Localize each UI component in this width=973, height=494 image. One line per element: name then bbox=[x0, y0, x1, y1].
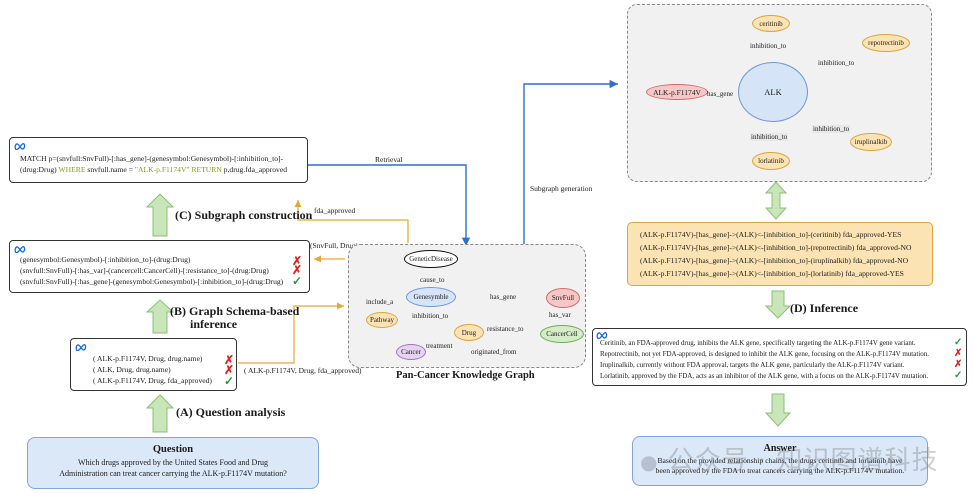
step-d-label: (D) Inference bbox=[790, 301, 859, 315]
chain-line-3: (ALK-p.F1174V)-[has_gene]->(ALK)<-[inhib… bbox=[640, 256, 909, 265]
chain-line-4: (ALK-p.F1174V)-[has_gene]->(ALK)<-[inhib… bbox=[640, 269, 904, 278]
analysis-line-1: ( ALK-p.F1174V, Drug, drug.name) bbox=[93, 354, 203, 363]
green-arrow-up-c bbox=[145, 193, 175, 237]
question-box: Question Which drugs approved by the Uni… bbox=[27, 437, 319, 489]
green-arrow-up-b bbox=[145, 299, 175, 334]
question-line-2: Administration can treat cancer carrying… bbox=[59, 469, 287, 478]
question-line-1: Which drugs approved by the United State… bbox=[78, 458, 268, 467]
kg-edge-has-var: has_var bbox=[549, 311, 571, 319]
chain-line-1: (ALK-p.F1174V)-[has_gene]->(ALK)<-[inhib… bbox=[640, 230, 902, 239]
retrieval-label: Retrieval bbox=[375, 155, 403, 164]
check-mark-icon: ✓ bbox=[224, 374, 235, 388]
subgraph-node-repotrectinib: repotrectinib bbox=[862, 34, 910, 52]
cross-mark-icon: ✗ bbox=[954, 359, 963, 370]
question-title: Question bbox=[152, 444, 194, 455]
chain-line-2: (ALK-p.F1174V)-[has_gene]->(ALK)<-[inhib… bbox=[640, 243, 912, 252]
kg-edge-inhibition-to: inhibition_to bbox=[412, 312, 449, 320]
meta-logo-icon bbox=[596, 332, 608, 339]
kg-edge-originated-from: originated_from bbox=[471, 348, 517, 356]
green-arrow-up-a bbox=[145, 394, 175, 433]
green-arrow-down-answer bbox=[764, 393, 792, 427]
cross-mark-icon: ✗ bbox=[292, 263, 303, 277]
answer-line-1: Based on the provided relationship chain… bbox=[657, 456, 903, 465]
subgraph-edge-inhibition-to-2: inhibition_to bbox=[818, 59, 855, 67]
inference-box: Ceritinib, an FDA-approved drug, inhibit… bbox=[592, 328, 967, 386]
kg-node-cancer-cell: CancerCell bbox=[540, 325, 584, 343]
subgraph-node-iruplinalkib: iruplinalkib bbox=[850, 133, 892, 151]
kg-edge-include-a: include_a bbox=[366, 298, 394, 306]
meta-logo-icon bbox=[75, 344, 87, 351]
kg-edge-treatment: treatment bbox=[426, 342, 453, 350]
snvfull-drug-label: (SnvFull, Drug) bbox=[310, 241, 358, 250]
kg-node-genetic-disease: GeneticDisease bbox=[404, 250, 458, 268]
answer-line-2: been approved by the FDA to treat cancer… bbox=[655, 466, 905, 475]
subgraph-node-variant: ALK-p.F1174V bbox=[646, 84, 708, 100]
schema-line-1: (genesymbol:Genesymbol)-[:inhibition_to]… bbox=[20, 255, 191, 264]
fda-approved-label: fda_approved bbox=[314, 206, 356, 215]
kg-node-cancer: Cancer bbox=[396, 344, 426, 360]
analysis-line-2: ( ALK, Drug, drug.name) bbox=[93, 365, 171, 374]
step-b-label-1: (B) Graph Schema-based bbox=[170, 304, 300, 318]
knowledge-graph-panel bbox=[348, 244, 586, 368]
cross-mark-icon: ✗ bbox=[292, 254, 303, 268]
subgraph-generation-label: Subgraph generation bbox=[530, 184, 593, 193]
kg-node-genesymble: Genesymble bbox=[406, 287, 456, 307]
relationship-chains-box: (ALK-p.F1174V)-[has_gene]->(ALK)<-[inhib… bbox=[627, 222, 933, 286]
watermark: ● 公众号 · 知识图谱科技 bbox=[640, 440, 939, 477]
schema-inference-box: (genesymbol:Genesymbol)-[:inhibition_to]… bbox=[9, 240, 310, 293]
answer-title: Answer bbox=[763, 443, 797, 454]
meta-logo-icon bbox=[14, 143, 26, 150]
answer-box: Answer Based on the provided relationshi… bbox=[632, 436, 928, 486]
subgraph-node-alk: ALK bbox=[738, 62, 808, 122]
watermark-text: 公众号 · 知识图谱科技 bbox=[667, 446, 939, 476]
subgraph-edge-inhibition-to-4: inhibition_to bbox=[812, 125, 851, 133]
kg-edge-has-gene: has_gene bbox=[490, 293, 517, 301]
kg-edge-resistance-to: resistance_to bbox=[487, 325, 524, 333]
cross-mark-icon: ✗ bbox=[224, 363, 235, 377]
kg-edge-cause-to: cause_to bbox=[420, 276, 445, 284]
cypher-query-box: MATCH p=(snvfull:SnvFull)-[:has_gene]-(g… bbox=[9, 137, 308, 183]
kg-node-drug: Drug bbox=[454, 324, 484, 341]
subgraph-node-lorlatinib: lorlatinib bbox=[752, 152, 790, 170]
check-mark-icon: ✓ bbox=[954, 370, 963, 381]
inference-line-3: Iruplinalkib, currently without FDA appr… bbox=[600, 361, 905, 369]
check-mark-icon: ✓ bbox=[292, 274, 303, 288]
kg-title: Pan-Cancer Knowledge Graph bbox=[396, 370, 535, 381]
inference-line-1: Ceritinib, an FDA-approved drug, inhibit… bbox=[600, 339, 916, 347]
subgraph-edge-inhibition-to-1: inhibition_to bbox=[750, 42, 787, 50]
inference-line-2: Repotrectinib, not yet FDA-approved, is … bbox=[600, 350, 929, 358]
question-analysis-box: ( ALK-p.F1174V, Drug, drug.name) ( ALK, … bbox=[70, 338, 237, 391]
cross-mark-icon: ✗ bbox=[954, 348, 963, 359]
subgraph-edge-inhibition-to-3: inhibition_to bbox=[750, 133, 789, 141]
meta-logo-icon bbox=[14, 246, 26, 253]
green-arrow-down-d bbox=[764, 290, 792, 319]
cypher-line-1: MATCH p=(snvfull:SnvFull)-[:has_gene]-(g… bbox=[20, 154, 284, 163]
step-a-label: (A) Question analysis bbox=[176, 405, 286, 419]
schema-line-2: (snvfull:SnvFull)-[:has_var]-(cancercell… bbox=[20, 266, 269, 275]
schema-line-3: (snvfull:SnvFull)-[:has_gene]-(genesymbo… bbox=[20, 277, 284, 286]
subgraph-edge-has-gene: has_gene bbox=[707, 90, 734, 98]
inference-line-4: Lorlatinib, approved by the FDA, acts as… bbox=[600, 372, 929, 380]
alk-drug-fda-label: ( ALK-p.F1174V, Drug, fda_approved) bbox=[244, 366, 362, 375]
cross-mark-icon: ✗ bbox=[224, 353, 235, 367]
step-c-label: (C) Subgraph construction bbox=[175, 208, 313, 222]
cypher-line-2: (drug:Drug) WHERE snvfull.name = "ALK-p.… bbox=[20, 165, 287, 174]
green-double-arrow bbox=[764, 181, 788, 220]
subgraph-node-ceritinib: ceritinib bbox=[752, 15, 790, 32]
wechat-icon: ● bbox=[640, 450, 659, 474]
step-b-label-2: inference bbox=[190, 317, 238, 331]
kg-node-snvfull: SnvFull bbox=[546, 288, 580, 308]
check-mark-icon: ✓ bbox=[954, 337, 963, 348]
analysis-line-3: ( ALK-p.F1174V, Drug, fda_approved) bbox=[93, 376, 212, 385]
kg-node-pathway: Pathway bbox=[366, 312, 398, 328]
